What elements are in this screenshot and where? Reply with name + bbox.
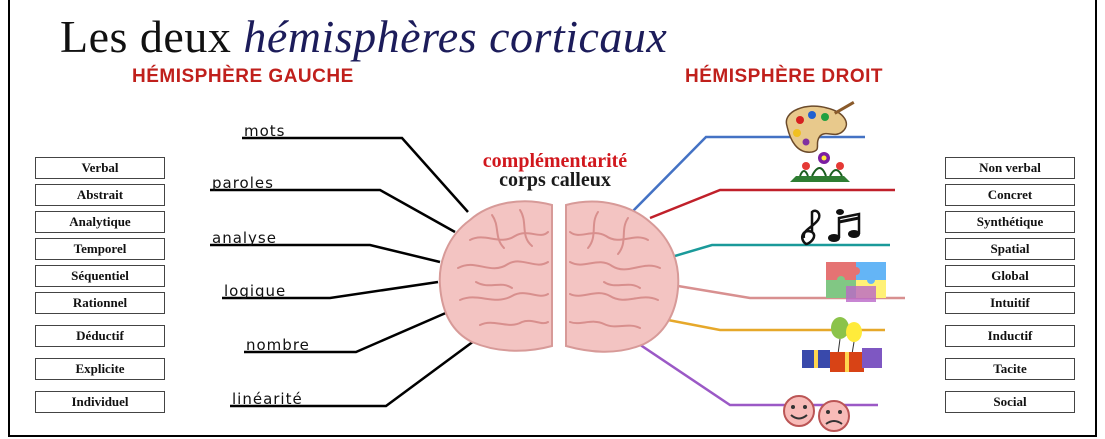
- right-box-global: Global: [945, 265, 1075, 287]
- puzzle-icon: [826, 262, 886, 302]
- right-box-inductif: Inductif: [945, 325, 1075, 347]
- left-box-rationnel: Rationnel: [35, 292, 165, 314]
- left-box-deductif: Déductif: [35, 325, 165, 347]
- right-box-tacite: Tacite: [945, 358, 1075, 380]
- brain-right-hemisphere: [566, 202, 678, 352]
- left-box-sequentiel: Séquentiel: [35, 265, 165, 287]
- center-line-2: corps calleux: [440, 171, 670, 190]
- word-mots: mots: [244, 122, 286, 140]
- right-box-intuitif: Intuitif: [945, 292, 1075, 314]
- right-box-synthetique: Synthétique: [945, 211, 1075, 233]
- word-paroles: paroles: [212, 174, 274, 192]
- right-box-spatial: Spatial: [945, 238, 1075, 260]
- balloons-gift-icon: [802, 317, 882, 372]
- connector-analyse: [210, 245, 440, 262]
- right-box-social: Social: [945, 391, 1075, 413]
- right-box-concret: Concret: [945, 184, 1075, 206]
- connector-teal: [668, 245, 890, 258]
- word-nombre: nombre: [246, 336, 310, 354]
- left-box-abstrait: Abstrait: [35, 184, 165, 206]
- brain-left-hemisphere: [440, 201, 552, 351]
- word-linearite: linéarité: [232, 390, 303, 408]
- left-box-temporel: Temporel: [35, 238, 165, 260]
- flowers-icon: [790, 152, 850, 182]
- palette-icon: [786, 101, 854, 152]
- connector-mots: [242, 138, 468, 212]
- left-box-verbal: Verbal: [35, 157, 165, 179]
- faces-icon: [784, 396, 849, 431]
- center-label: complémentarité corps calleux: [440, 152, 670, 190]
- word-logique: logique: [224, 282, 286, 300]
- connector-paroles: [210, 190, 455, 232]
- left-box-analytique: Analytique: [35, 211, 165, 233]
- music-notes-icon: [802, 209, 860, 244]
- left-box-individuel: Individuel: [35, 391, 165, 413]
- word-analyse: analyse: [212, 229, 277, 247]
- left-box-explicite: Explicite: [35, 358, 165, 380]
- right-box-non-verbal: Non verbal: [945, 157, 1075, 179]
